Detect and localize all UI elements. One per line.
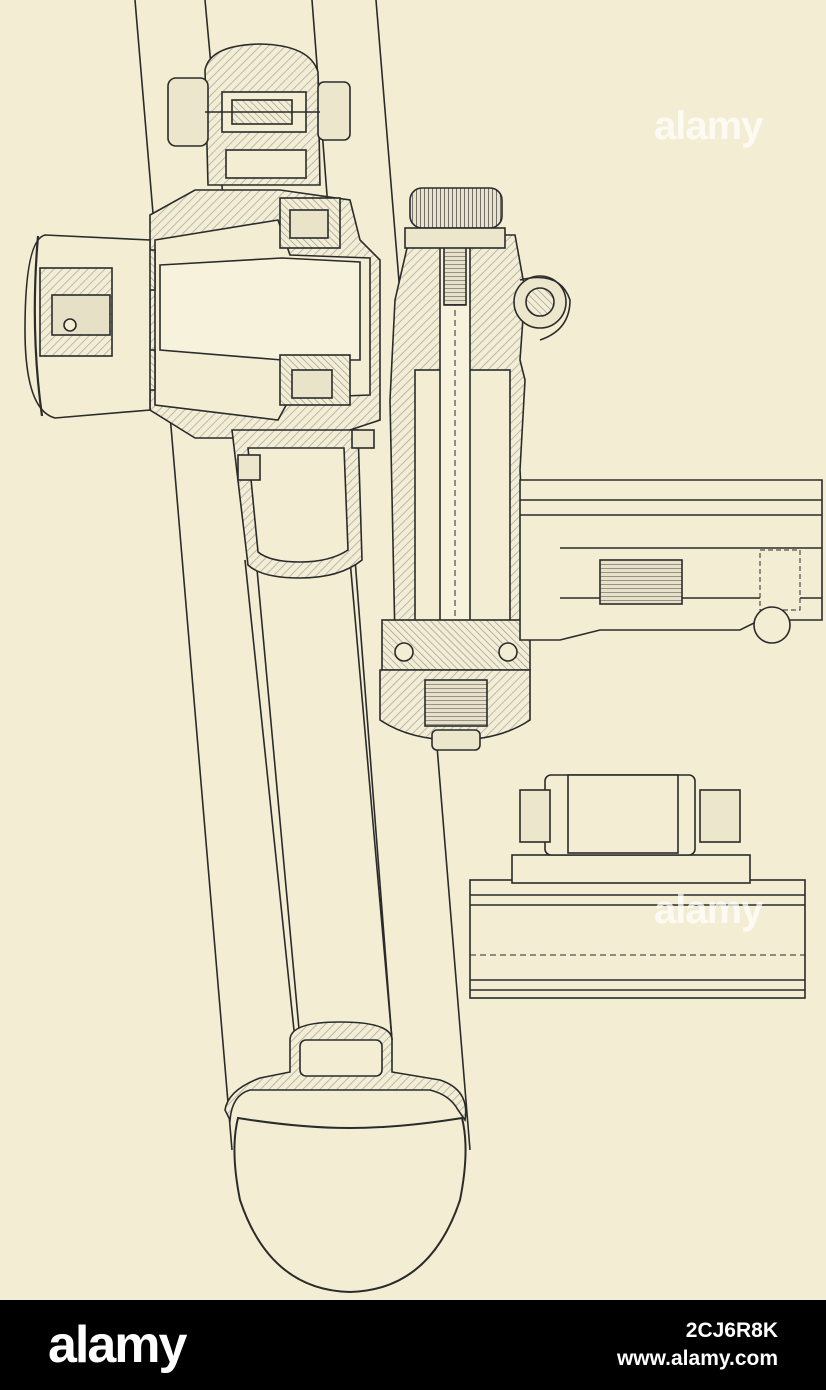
drawing-plate: alamy alamy bbox=[0, 0, 826, 1300]
site-url: www.alamy.com bbox=[616, 1347, 778, 1370]
hub-cap bbox=[24, 234, 151, 419]
inset-clamp-view bbox=[469, 774, 806, 999]
watermark-top: alamy bbox=[654, 104, 763, 148]
upper-rim-section bbox=[167, 43, 351, 186]
lower-rim-section bbox=[231, 429, 375, 579]
steering-knuckle bbox=[379, 187, 531, 751]
steering-knuckle-drawing bbox=[24, 0, 823, 1294]
footer-bar: alamy 2CJ6R8K www.alamy.com bbox=[0, 1300, 826, 1390]
tie-rod-socket bbox=[513, 275, 571, 341]
watermark-middle: alamy bbox=[654, 888, 763, 932]
wheel-hub bbox=[94, 189, 381, 439]
image-id: 2CJ6R8K bbox=[685, 1319, 778, 1342]
tire-section bbox=[224, 1021, 467, 1294]
brand-logo: alamy bbox=[48, 1316, 187, 1374]
axle-beam bbox=[519, 479, 823, 644]
